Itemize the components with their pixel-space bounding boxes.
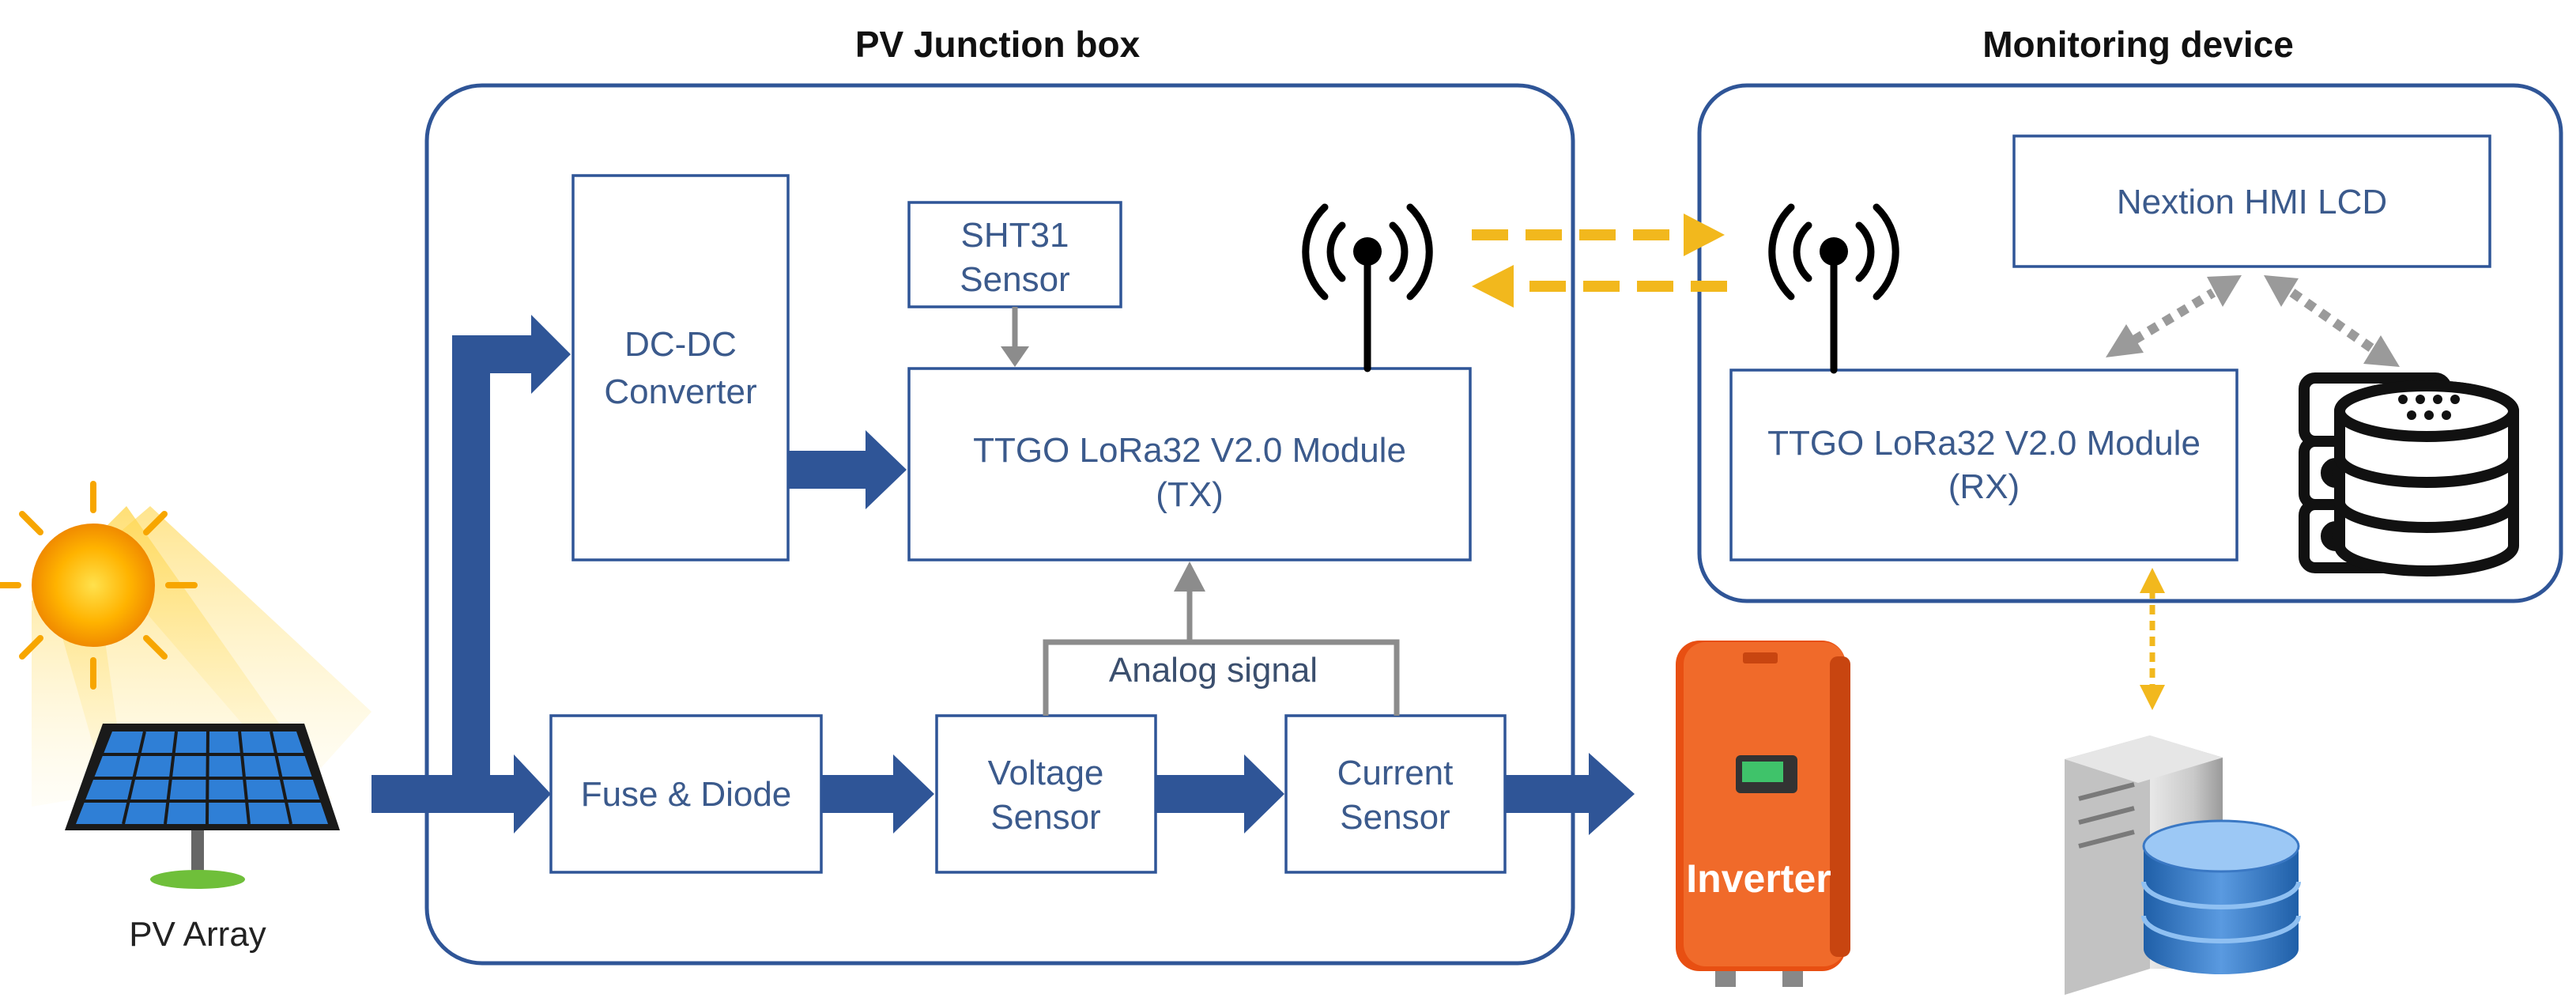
inverter-label: Inverter: [1686, 856, 1831, 901]
current-label-line1: Current: [1337, 754, 1454, 792]
power-flow-arrows: [372, 315, 1635, 835]
rx-server-arrowhead-down: [2140, 685, 2165, 710]
voltage-sensor-block: Voltage Sensor: [935, 714, 1157, 874]
analog-bracket-line: [1043, 639, 1400, 716]
rx-label-line2: (RX): [1948, 467, 2020, 506]
vertical-bus: [452, 350, 490, 813]
signal-arrowheads: [1001, 346, 1205, 592]
dcdc-label-line2: Converter: [604, 372, 756, 411]
rx-label-line1: TTGO LoRa32 V2.0 Module: [1767, 424, 2201, 463]
fuse-to-voltage-shaft: [821, 775, 896, 813]
current-sensor-block: Current Sensor: [1284, 714, 1507, 874]
dcdc-to-tx-arrowhead: [866, 430, 907, 509]
monitoring-device-container: [1697, 83, 2563, 603]
nextion-lcd-block: Nextion HMI LCD: [2012, 134, 2491, 268]
dcdc-label-line1: DC-DC: [624, 325, 737, 364]
lcd-rx-head-low: [2106, 324, 2144, 357]
dcdc-converter-block: DC-DC Converter: [571, 174, 790, 561]
pv-array-label: PV Array: [129, 915, 266, 954]
tx-module-block: TTGO LoRa32 V2.0 Module (TX): [907, 367, 1472, 561]
current-label-line2: Sensor: [1340, 798, 1450, 837]
tx-to-rx-arrowhead: [1684, 214, 1725, 256]
junction-box-title: PV Junction box: [855, 24, 1141, 65]
rx-to-tx-arrowhead: [1472, 265, 1514, 308]
fuse-diode-block: Fuse & Diode: [549, 714, 823, 874]
rx-antenna-icon: [1768, 203, 1899, 374]
solar-panel-icon: [65, 724, 340, 889]
sensor-signal-lines: [1012, 307, 1400, 716]
nextion-label: Nextion HMI LCD: [2117, 183, 2387, 221]
tx-label-line2: (TX): [1156, 475, 1224, 514]
junction-box-container: [424, 83, 1575, 966]
sht31-arrowhead: [1001, 346, 1029, 367]
voltage-label-line1: Voltage: [988, 754, 1104, 792]
inverter-icon: Inverter: [1676, 641, 1850, 987]
dcdc-to-tx-shaft: [788, 451, 867, 489]
rx-server-arrowhead-up: [2140, 568, 2165, 593]
lcd-db-dotted: [2289, 289, 2374, 352]
voltage-to-current-arrowhead: [1244, 754, 1284, 834]
analog-label-bg: [1091, 647, 1320, 691]
wireless-link-arrows: [1472, 214, 1727, 308]
lcd-rx-dotted: [2131, 288, 2216, 345]
voltage-to-current-shaft: [1156, 775, 1247, 813]
lcd-db-head-low: [2363, 335, 2400, 367]
current-to-inverter-shaft: [1505, 775, 1592, 813]
lcd-rx-head-high: [2207, 275, 2242, 307]
server-database-icon: [2299, 372, 2519, 576]
rx-module-block: TTGO LoRa32 V2.0 Module (RX): [1729, 369, 2238, 561]
rx-server-link: [2140, 568, 2165, 710]
bus-to-dcdc-arrowhead: [531, 315, 571, 394]
current-to-inverter-arrowhead: [1589, 753, 1635, 835]
voltage-label-line2: Sensor: [990, 798, 1100, 837]
tx-antenna-icon: [1302, 203, 1433, 372]
analog-signal-label: Analog signal: [1109, 651, 1318, 690]
server-tower-icon: [2065, 735, 2301, 995]
lcd-db-head-high: [2264, 275, 2299, 307]
bus-to-fuse-shaft: [452, 775, 519, 813]
sht31-sensor-block: SHT31 Sensor: [907, 201, 1122, 308]
bus-to-dcdc-shaft: [452, 335, 539, 373]
sht31-label-line2: Sensor: [960, 260, 1069, 299]
sht31-label-line1: SHT31: [961, 216, 1069, 255]
fuse-label: Fuse & Diode: [581, 775, 792, 814]
fuse-to-voltage-arrowhead: [893, 754, 934, 834]
bus-to-fuse-arrowhead: [514, 754, 551, 834]
lcd-links: [2131, 288, 2374, 352]
tx-label-line1: TTGO LoRa32 V2.0 Module: [973, 431, 1406, 470]
server-dots: [2398, 395, 2460, 420]
monitoring-device-title: Monitoring device: [1982, 24, 2294, 65]
lcd-link-arrowheads: [2106, 275, 2400, 367]
analog-arrowhead: [1174, 561, 1205, 592]
